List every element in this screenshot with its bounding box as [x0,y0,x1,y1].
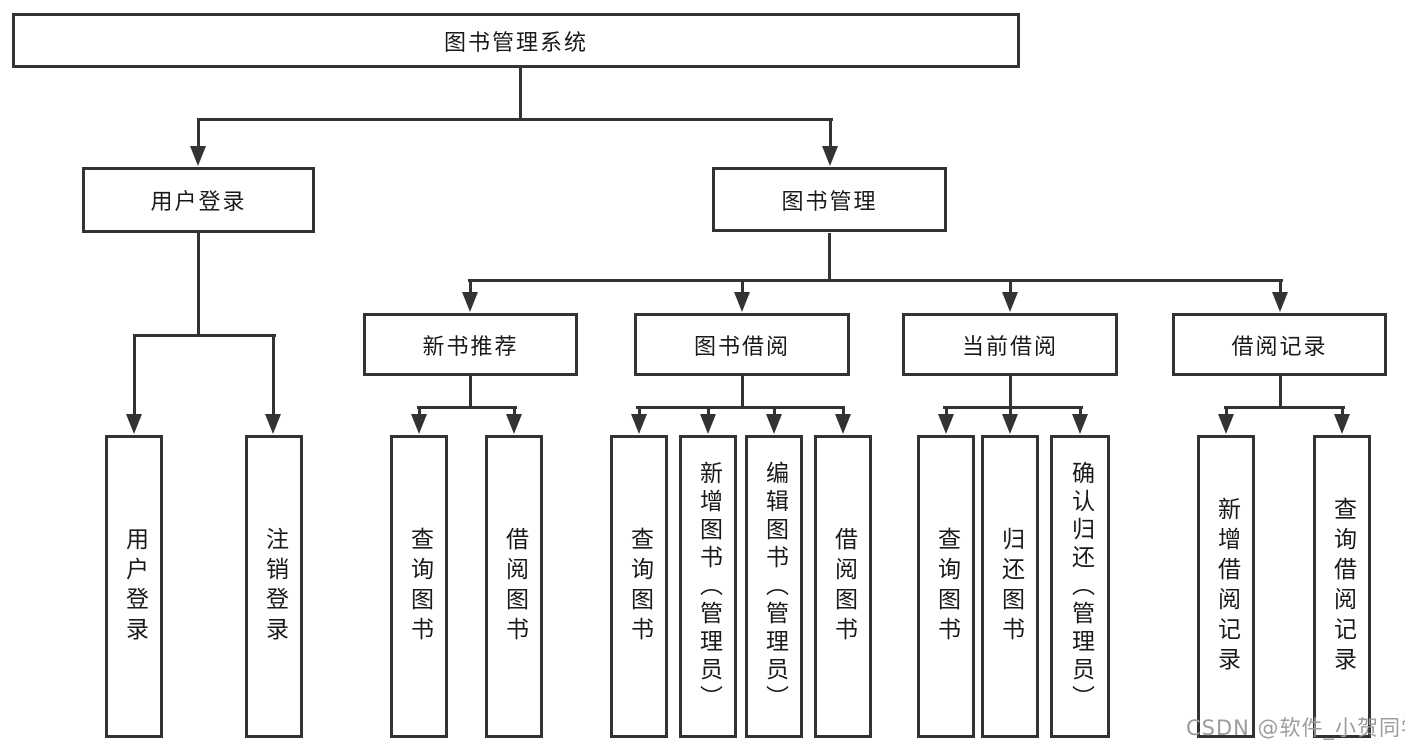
leaf-query-books-recommend-label: 查询图书 [406,526,433,647]
connector-mgmt-stem [828,233,831,282]
node-new-book-recommend: 新书推荐 [363,313,578,376]
leaf-edit-book-admin-label: 编辑图书（管理员） [761,460,788,713]
arrow-down-icon [1072,414,1088,434]
arrow-down-icon [126,414,142,434]
leaf-query-books-current-label: 查询图书 [933,526,960,647]
arrow-down-icon [265,414,281,434]
node-current-borrow-label: 当前借阅 [961,334,1058,360]
arrow-down-icon [1002,292,1018,312]
node-book-borrow: 图书借阅 [634,313,850,376]
csdn-watermark: CSDN @软件_小贺同学 [1186,716,1405,740]
node-borrow-records-label: 借阅记录 [1231,334,1328,360]
connector-level2-hline [468,279,1283,282]
connector-groupB-drop-3 [773,408,776,418]
arrow-down-icon [1002,414,1018,434]
leaf-query-borrow-record-label: 查询借阅记录 [1329,496,1356,677]
node-book-management: 图书管理 [712,167,947,232]
connector-groupB-drop-1 [638,408,641,418]
connector-root-stem [519,68,522,121]
connector-groupD-drop-1 [1225,408,1228,418]
arrow-down-icon [1218,414,1234,434]
connector-groupA-drop-2 [513,408,516,418]
arrow-down-icon [462,292,478,312]
node-user-login-label: 用户登录 [150,190,247,215]
node-current-borrow: 当前借阅 [902,313,1118,376]
leaf-query-books-borrow: 查询图书 [610,435,668,738]
connector-groupA-stem [469,376,472,409]
node-new-book-recommend-label: 新书推荐 [422,334,519,360]
connector-mgmt-drop [829,120,832,148]
connector-l2-drop-3 [1009,281,1012,295]
leaf-add-book-admin: 新增图书（管理员） [679,435,737,738]
connector-groupC-hline [943,406,1083,409]
connector-login-drop [197,120,200,148]
connector-login-leaf1-drop [133,336,136,414]
connector-groupB-hline [636,406,845,409]
connector-groupC-drop-3 [1079,408,1082,418]
leaf-add-borrow-record: 新增借阅记录 [1197,435,1255,738]
connector-groupD-drop-2 [1341,408,1344,418]
leaf-return-books-label: 归还图书 [997,526,1024,647]
node-book-management-label: 图书管理 [781,189,878,215]
connector-groupB-drop-4 [842,408,845,418]
connector-login-stem [197,233,200,337]
leaf-borrow-books: 借阅图书 [814,435,872,738]
node-book-borrow-label: 图书借阅 [693,334,790,360]
arrow-down-icon [506,414,522,434]
leaf-query-borrow-record: 查询借阅记录 [1313,435,1371,738]
connector-login-hline [133,334,276,337]
arrow-down-icon [190,146,206,166]
arrow-down-icon [411,414,427,434]
connector-groupC-drop-2 [1009,408,1012,418]
leaf-borrow-books-label: 借阅图书 [830,526,857,647]
leaf-confirm-return-admin: 确认归还（管理员） [1050,435,1110,738]
leaf-borrow-books-recommend: 借阅图书 [485,435,543,738]
node-borrow-records: 借阅记录 [1172,313,1387,376]
leaf-query-books-borrow-label: 查询图书 [626,526,653,647]
arrow-down-icon [700,414,716,434]
leaf-confirm-return-admin-label: 确认归还（管理员） [1067,460,1094,713]
connector-level1-hline [197,118,833,121]
leaf-return-books: 归还图书 [981,435,1039,738]
node-root: 图书管理系统 [12,13,1020,68]
leaf-logout: 注销登录 [245,435,303,738]
leaf-query-books-recommend: 查询图书 [390,435,448,738]
connector-groupB-drop-2 [707,408,710,418]
node-user-login: 用户登录 [82,167,315,233]
arrow-down-icon [835,414,851,434]
leaf-edit-book-admin: 编辑图书（管理员） [745,435,803,738]
node-root-label: 图书管理系统 [443,30,588,56]
arrow-down-icon [822,146,838,166]
leaf-borrow-books-recommend-label: 借阅图书 [501,526,528,647]
leaf-user-login: 用户登录 [105,435,163,738]
connector-l2-drop-1 [469,281,472,295]
arrow-down-icon [1334,414,1350,434]
connector-groupA-hline [417,406,517,409]
connector-groupC-stem [1009,376,1012,409]
arrow-down-icon [766,414,782,434]
connector-groupC-drop-1 [945,408,948,418]
leaf-logout-label: 注销登录 [261,526,288,647]
leaf-query-books-current: 查询图书 [917,435,975,738]
connector-groupB-stem [741,376,744,409]
connector-groupA-drop-1 [418,408,421,418]
leaf-user-login-label: 用户登录 [121,526,148,647]
connector-l2-drop-2 [741,281,744,295]
connector-groupD-stem [1279,376,1282,409]
arrow-down-icon [938,414,954,434]
arrow-down-icon [1272,292,1288,312]
arrow-down-icon [631,414,647,434]
connector-groupD-hline [1224,406,1345,409]
connector-login-leaf2-drop [272,336,275,414]
connector-l2-drop-4 [1279,281,1282,295]
leaf-add-borrow-record-label: 新增借阅记录 [1213,496,1240,677]
leaf-add-book-admin-label: 新增图书（管理员） [695,460,722,713]
arrow-down-icon [734,292,750,312]
